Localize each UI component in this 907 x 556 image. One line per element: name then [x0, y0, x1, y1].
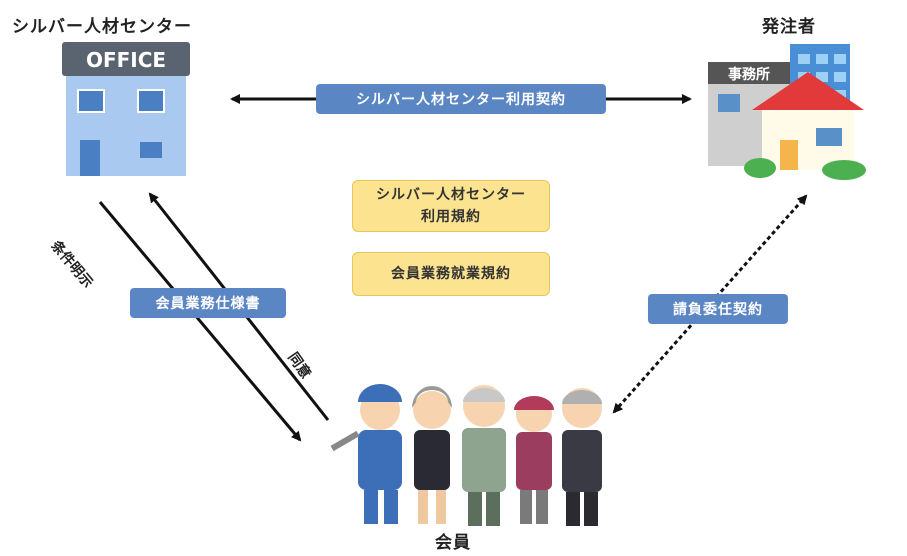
client-title: 発注者 — [762, 17, 816, 37]
usage-rules-box: シルバー人材センター 利用規約 — [352, 180, 550, 232]
office-building-icon: OFFICE — [62, 42, 190, 176]
client-sign: 事務所 — [728, 66, 770, 83]
center-title: シルバー人材センター — [12, 17, 192, 37]
usage-rules-line2: 利用規約 — [421, 209, 481, 225]
work-spec-badge: 会員業務仕様書 — [130, 288, 286, 318]
subcontract-badge: 請負委任契約 — [648, 294, 788, 324]
members-illustration-icon — [330, 384, 602, 526]
client-buildings-icon: 事務所 — [708, 44, 866, 180]
office-sign: OFFICE — [86, 48, 166, 72]
usage-contract-badge: シルバー人材センター利用契約 — [316, 84, 606, 114]
work-rules-box: 会員業務就業規約 — [352, 252, 550, 296]
members-title: 会員 — [435, 533, 471, 553]
conditions-arrow — [98, 201, 302, 442]
subcontract-arrow — [612, 194, 808, 414]
usage-rules-line1: シルバー人材センター — [376, 187, 526, 203]
